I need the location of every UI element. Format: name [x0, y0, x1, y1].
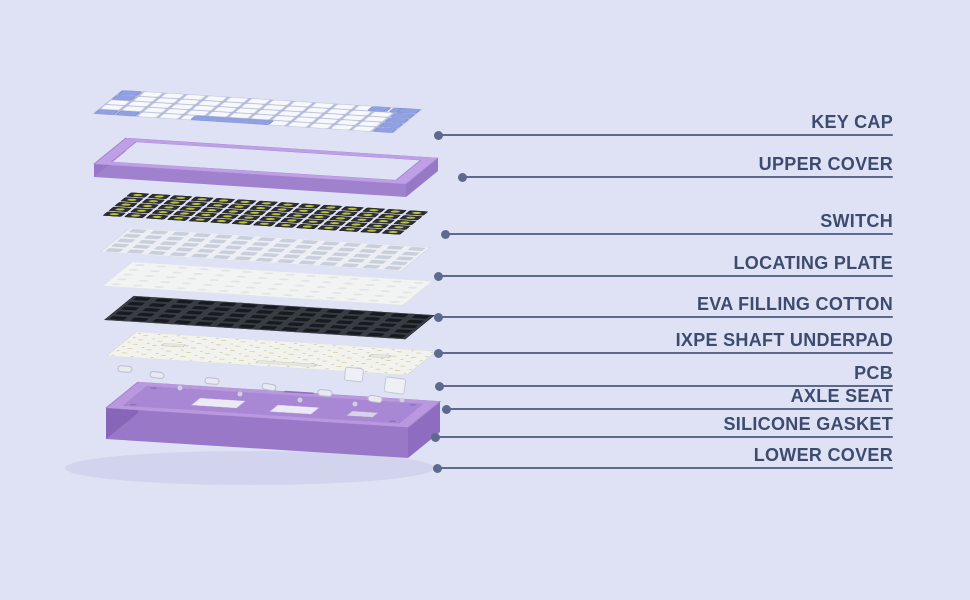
layer-eva-filling-cotton — [102, 261, 433, 306]
layer-locating-plate — [100, 227, 431, 272]
leader-line — [439, 134, 893, 136]
layer-upper-cover — [93, 137, 439, 197]
leader-dot — [431, 432, 440, 442]
leader-dot — [441, 229, 450, 239]
drop-shadow — [65, 451, 435, 485]
label-row-eva-filling-cotton: EVA FILLING COTTON — [434, 294, 893, 322]
part-label-lower-cover: LOWER COVER — [753, 445, 893, 465]
layer-switches — [100, 192, 431, 236]
leader-dot — [442, 404, 451, 414]
part-label-switch: SWITCH — [820, 211, 893, 231]
leader-line — [439, 275, 893, 277]
leader-line — [446, 233, 893, 235]
layer-ixpe-shaft-underpad — [104, 295, 435, 340]
leader-dot — [434, 312, 443, 322]
keyboard-exploded-diagram — [65, 90, 442, 485]
leader-line — [440, 385, 893, 387]
leader-dot — [434, 348, 443, 358]
leader-dot — [433, 463, 442, 473]
label-row-switch: SWITCH — [441, 211, 893, 239]
label-row-upper-cover: UPPER COVER — [458, 154, 893, 182]
layer-pcb — [106, 331, 437, 376]
label-row-key-cap: KEY CAP — [434, 112, 893, 140]
label-row-locating-plate: LOCATING PLATE — [434, 253, 893, 281]
label-row-lower-cover: LOWER COVER — [433, 445, 893, 473]
leader-line — [436, 436, 893, 438]
part-label-silicone-gasket: SILICONE GASKET — [723, 414, 893, 434]
label-row-axle-seat: AXLE SEAT — [442, 386, 893, 414]
part-label-key-cap: KEY CAP — [811, 112, 893, 132]
leader-line — [447, 408, 893, 410]
layer-axle-seat-and-gasket-parts — [117, 365, 407, 407]
leader-dot — [434, 130, 443, 140]
leader-dot — [458, 172, 467, 182]
part-label-axle-seat: AXLE SEAT — [790, 386, 893, 406]
layer-keycaps — [92, 90, 423, 134]
leader-line — [439, 316, 893, 318]
leader-line — [439, 352, 893, 354]
part-label-eva-filling-cotton: EVA FILLING COTTON — [696, 294, 893, 314]
leader-line — [463, 176, 893, 178]
leader-line — [438, 467, 893, 469]
part-label-upper-cover: UPPER COVER — [758, 154, 893, 174]
label-row-ixpe-shaft-underpad: IXPE SHAFT UNDERPAD — [434, 330, 893, 358]
leader-dot — [435, 381, 444, 391]
part-label-pcb: PCB — [854, 363, 893, 383]
part-label-ixpe-shaft-underpad: IXPE SHAFT UNDERPAD — [675, 330, 893, 350]
part-label-locating-plate: LOCATING PLATE — [733, 253, 893, 273]
label-row-pcb: PCB — [435, 363, 893, 391]
label-row-silicone-gasket: SILICONE GASKET — [431, 414, 893, 442]
leader-dot — [434, 271, 443, 281]
